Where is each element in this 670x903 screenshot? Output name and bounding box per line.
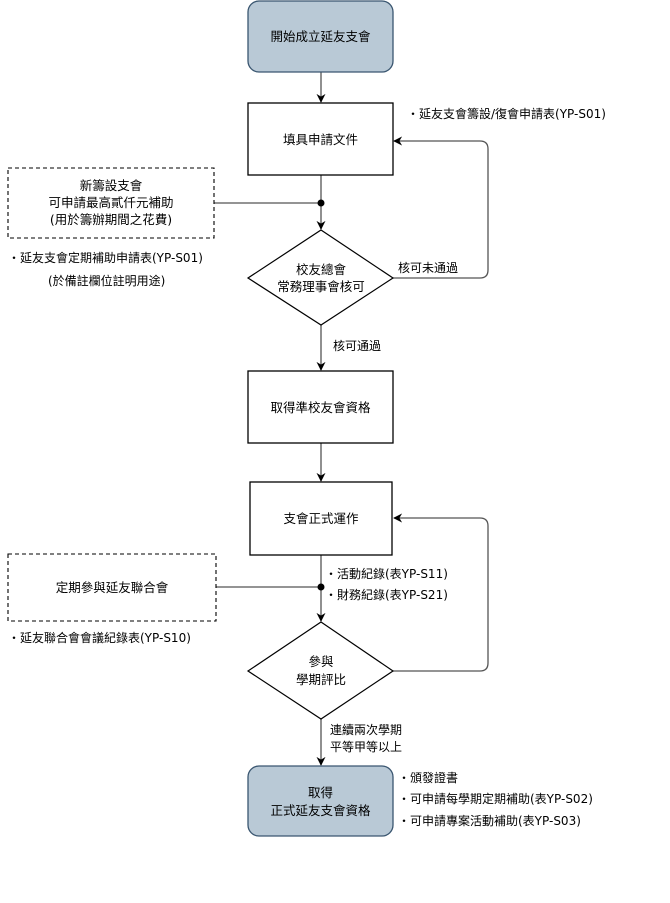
node-operate[interactable]: 支會正式運作 — [249, 481, 393, 556]
node-evaluate-decision[interactable]: 參與 學期評比 — [246, 621, 395, 720]
annotation-end-benefit-regular-subsidy: ・可申請每學期定期補助(表YP-S02) — [398, 791, 593, 806]
node-start-label: 開始成立延友支會 — [270, 29, 371, 44]
junction-dot — [317, 583, 325, 591]
annotation-end-benefit-certificate: ・頒發證書 — [398, 770, 458, 785]
annotation-fill-docs-form: ・延友支會籌設/復會申請表(YP-S01) — [407, 106, 606, 121]
note-federation-label: 定期參與延友聯合會 — [56, 580, 169, 595]
edge-label-review-fail: 核可未通過 — [398, 261, 458, 275]
note-subsidy-line1: 新籌設支會 — [80, 178, 143, 193]
note-new-branch-subsidy[interactable]: 新籌設支會 可申請最高貳仟元補助 (用於籌辦期間之花費) — [7, 167, 215, 239]
node-end[interactable]: 取得 正式延友支會資格 — [247, 765, 394, 837]
node-quasi-status[interactable]: 取得準校友會資格 — [247, 370, 394, 444]
node-review-label-line2: 常務理事會核可 — [277, 279, 365, 294]
edge-label-evaluate-pass-line1: 連續兩次學期 — [330, 722, 402, 737]
junction-dot — [317, 199, 325, 207]
edges — [214, 72, 489, 766]
node-quasi-label: 取得準校友會資格 — [270, 400, 371, 415]
node-operate-label: 支會正式運作 — [283, 511, 359, 526]
edge-review-fail-loop — [393, 136, 489, 279]
annotation-end-benefit-project-subsidy: ・可申請專案活動補助(表YP-S03) — [398, 813, 581, 828]
annotation-federation-form: ・延友聯合會會議紀錄表(YP-S10) — [8, 630, 191, 645]
edge-evaluate-loop — [393, 513, 489, 672]
annotation-operate-record-finance: ・財務紀錄(表YP-S21) — [325, 587, 448, 602]
node-evaluate-label-line1: 參與 — [308, 654, 333, 669]
node-end-label-line2: 正式延友支會資格 — [270, 803, 371, 818]
annotation-subsidy-form-remark: (於備註欄位註明用途) — [48, 273, 165, 288]
note-federation[interactable]: 定期參與延友聯合會 — [7, 553, 217, 622]
annotation-subsidy-form: ・延友支會定期補助申請表(YP-S01) — [8, 250, 203, 265]
node-review-label-line1: 校友總會 — [296, 262, 347, 277]
node-evaluate-label-line2: 學期評比 — [296, 672, 346, 687]
node-review-decision[interactable]: 校友總會 常務理事會核可 — [246, 229, 395, 326]
node-fill-docs-label: 填具申請文件 — [283, 132, 358, 147]
note-subsidy-line2: 可申請最高貳仟元補助 — [48, 195, 173, 210]
note-subsidy-line3: (用於籌辦期間之花費) — [50, 212, 172, 227]
node-start[interactable]: 開始成立延友支會 — [247, 0, 394, 73]
node-end-label-line1: 取得 — [308, 785, 333, 800]
edge-label-evaluate-pass-line2: 平等甲等以上 — [330, 740, 402, 754]
node-fill-docs[interactable]: 填具申請文件 — [247, 102, 394, 176]
edge-label-review-pass: 核可通過 — [333, 339, 381, 353]
annotation-operate-record-activity: ・活動紀錄(表YP-S11) — [325, 566, 448, 581]
